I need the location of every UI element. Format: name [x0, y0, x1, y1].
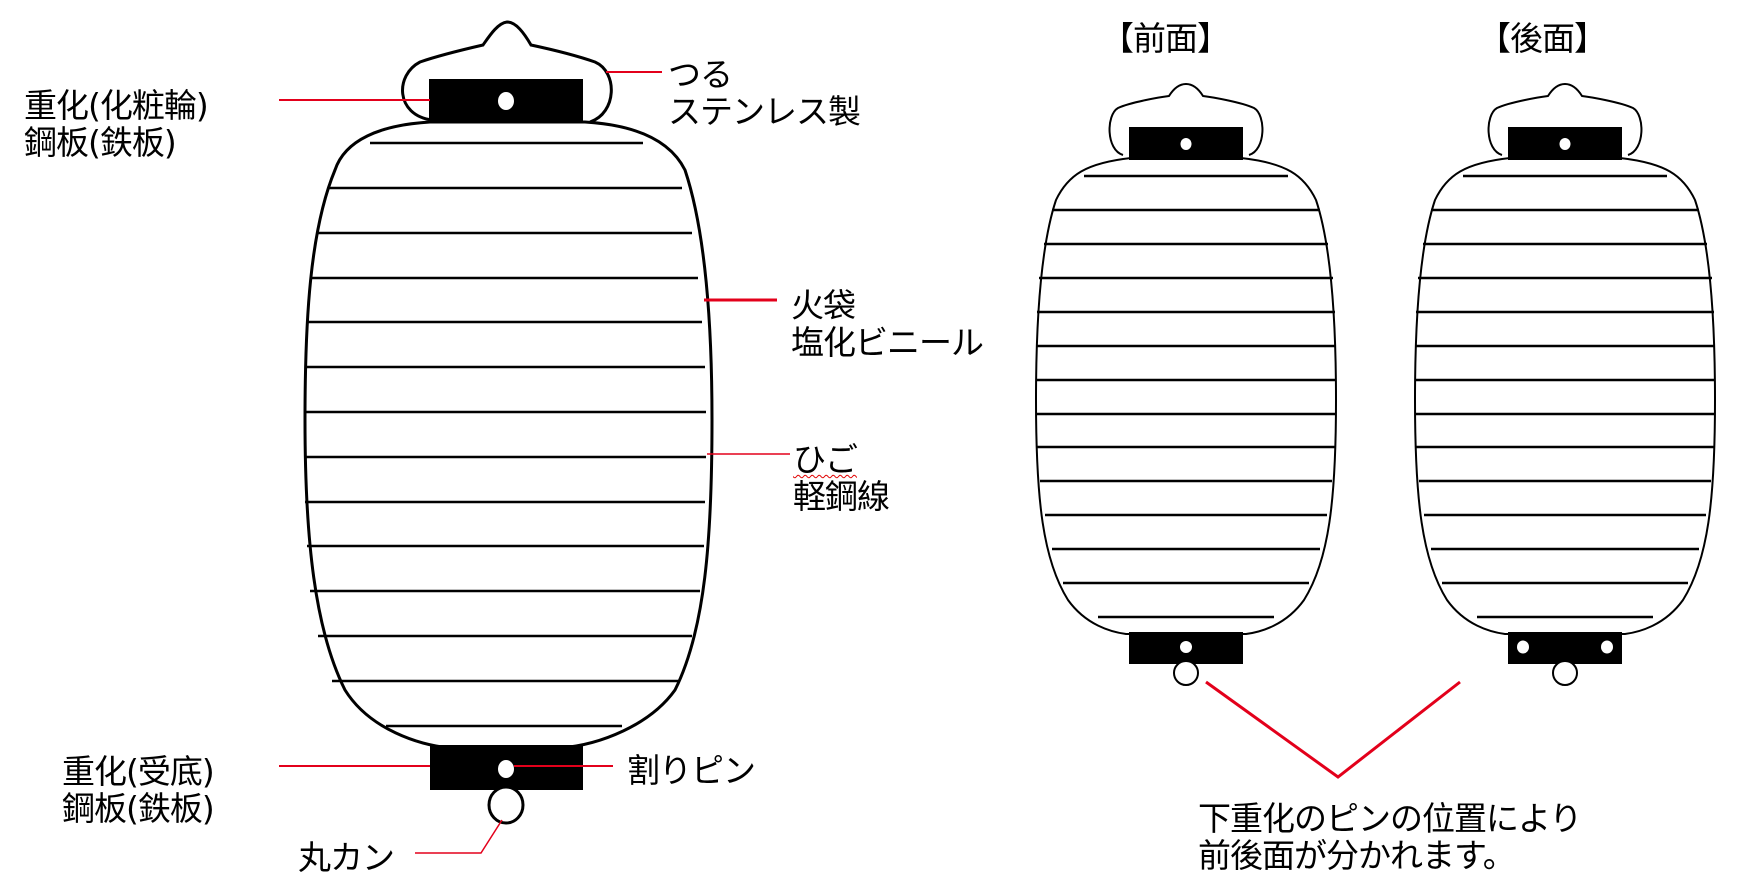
label-handle: つる ステンレス製	[668, 55, 861, 131]
top-pin-hole	[498, 92, 514, 110]
lantern-body	[1034, 157, 1338, 635]
ring-icon	[487, 785, 525, 825]
label-top-weight: 重化(化粧輪) 鋼板(鉄板)	[24, 86, 209, 162]
label-handle-line2: ステンレス製	[668, 92, 861, 131]
label-ring: 丸カン	[298, 838, 395, 877]
top-pin-hole	[1180, 138, 1192, 150]
back-view-title-text: 【後面】	[1478, 19, 1607, 58]
back-ribs	[1415, 174, 1715, 619]
label-rib: ひご 軽鋼線	[793, 440, 890, 516]
label-rib-line2: 軽鋼線	[793, 477, 890, 516]
label-top-weight-line1: 重化(化粧輪)	[24, 86, 209, 125]
bottom-pin-hole-right	[1601, 640, 1613, 654]
pin-position-note: 下重化のピンの位置により 前後面が分かれます。	[1198, 799, 1582, 875]
back-view-title: 【後面】	[1478, 19, 1607, 58]
main-ribs	[304, 141, 706, 728]
label-bottom-weight-line1: 重化(受底)	[62, 752, 215, 791]
back-lantern	[1413, 82, 1717, 686]
label-rib-line1: ひご	[793, 440, 858, 479]
leader-lines	[279, 71, 790, 854]
label-split-pin-line1: 割りピン	[627, 751, 756, 790]
main-lantern	[279, 20, 790, 854]
label-bag-line2: 塩化ビニール	[791, 323, 984, 362]
ring-icon	[1173, 660, 1199, 686]
front-lantern	[1034, 82, 1338, 686]
label-bag: 火袋 塩化ビニール	[791, 286, 984, 362]
lantern-body	[1413, 157, 1717, 635]
note-line2: 前後面が分かれます。	[1198, 836, 1516, 875]
label-bottom-weight: 重化(受底) 鋼板(鉄板)	[62, 752, 215, 828]
top-pin-hole	[1559, 138, 1571, 150]
label-ring-line1: 丸カン	[298, 838, 395, 877]
pin-position-pointer	[1205, 680, 1461, 779]
bottom-pin-hole-left	[1517, 640, 1529, 654]
front-ribs	[1036, 174, 1336, 619]
front-view-title: 【前面】	[1101, 19, 1230, 58]
label-split-pin: 割りピン	[627, 751, 756, 790]
label-bag-line1: 火袋	[791, 286, 856, 325]
lantern-body	[303, 120, 714, 750]
bottom-pin-hole	[1180, 641, 1192, 653]
label-top-weight-line2: 鋼板(鉄板)	[24, 123, 177, 162]
handle-icon	[1108, 82, 1264, 156]
note-line1: 下重化のピンの位置により	[1198, 799, 1582, 838]
label-handle-line1: つる	[668, 55, 733, 94]
handle-icon	[401, 20, 613, 124]
split-pin-icon	[498, 760, 514, 778]
handle-icon	[1487, 82, 1643, 156]
front-view-title-text: 【前面】	[1101, 19, 1230, 58]
ring-icon	[1552, 660, 1578, 686]
label-bottom-weight-line2: 鋼板(鉄板)	[62, 789, 215, 828]
